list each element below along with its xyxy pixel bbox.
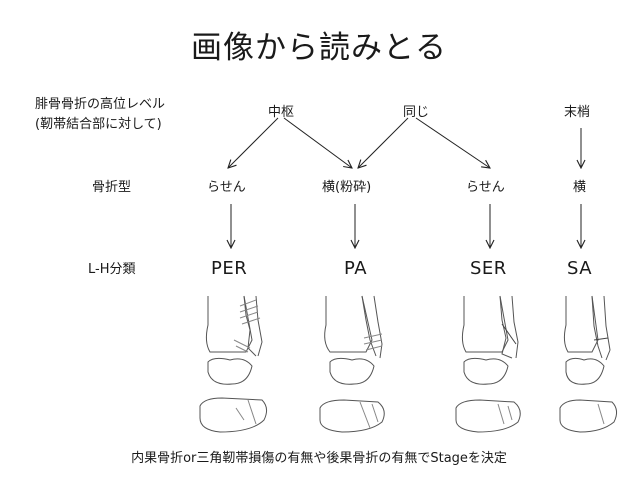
arrow-same-to-ser xyxy=(416,118,490,168)
ankle-illustration-sa xyxy=(560,296,617,432)
ankle-illustration-ser xyxy=(456,296,520,432)
ankle-illustration-pa xyxy=(320,296,384,432)
arrow-middle-to-pa xyxy=(284,118,352,168)
arrow-middle-to-per xyxy=(228,118,278,168)
ankle-illustration-per xyxy=(200,296,267,432)
arrow-same-to-pa xyxy=(358,118,408,168)
